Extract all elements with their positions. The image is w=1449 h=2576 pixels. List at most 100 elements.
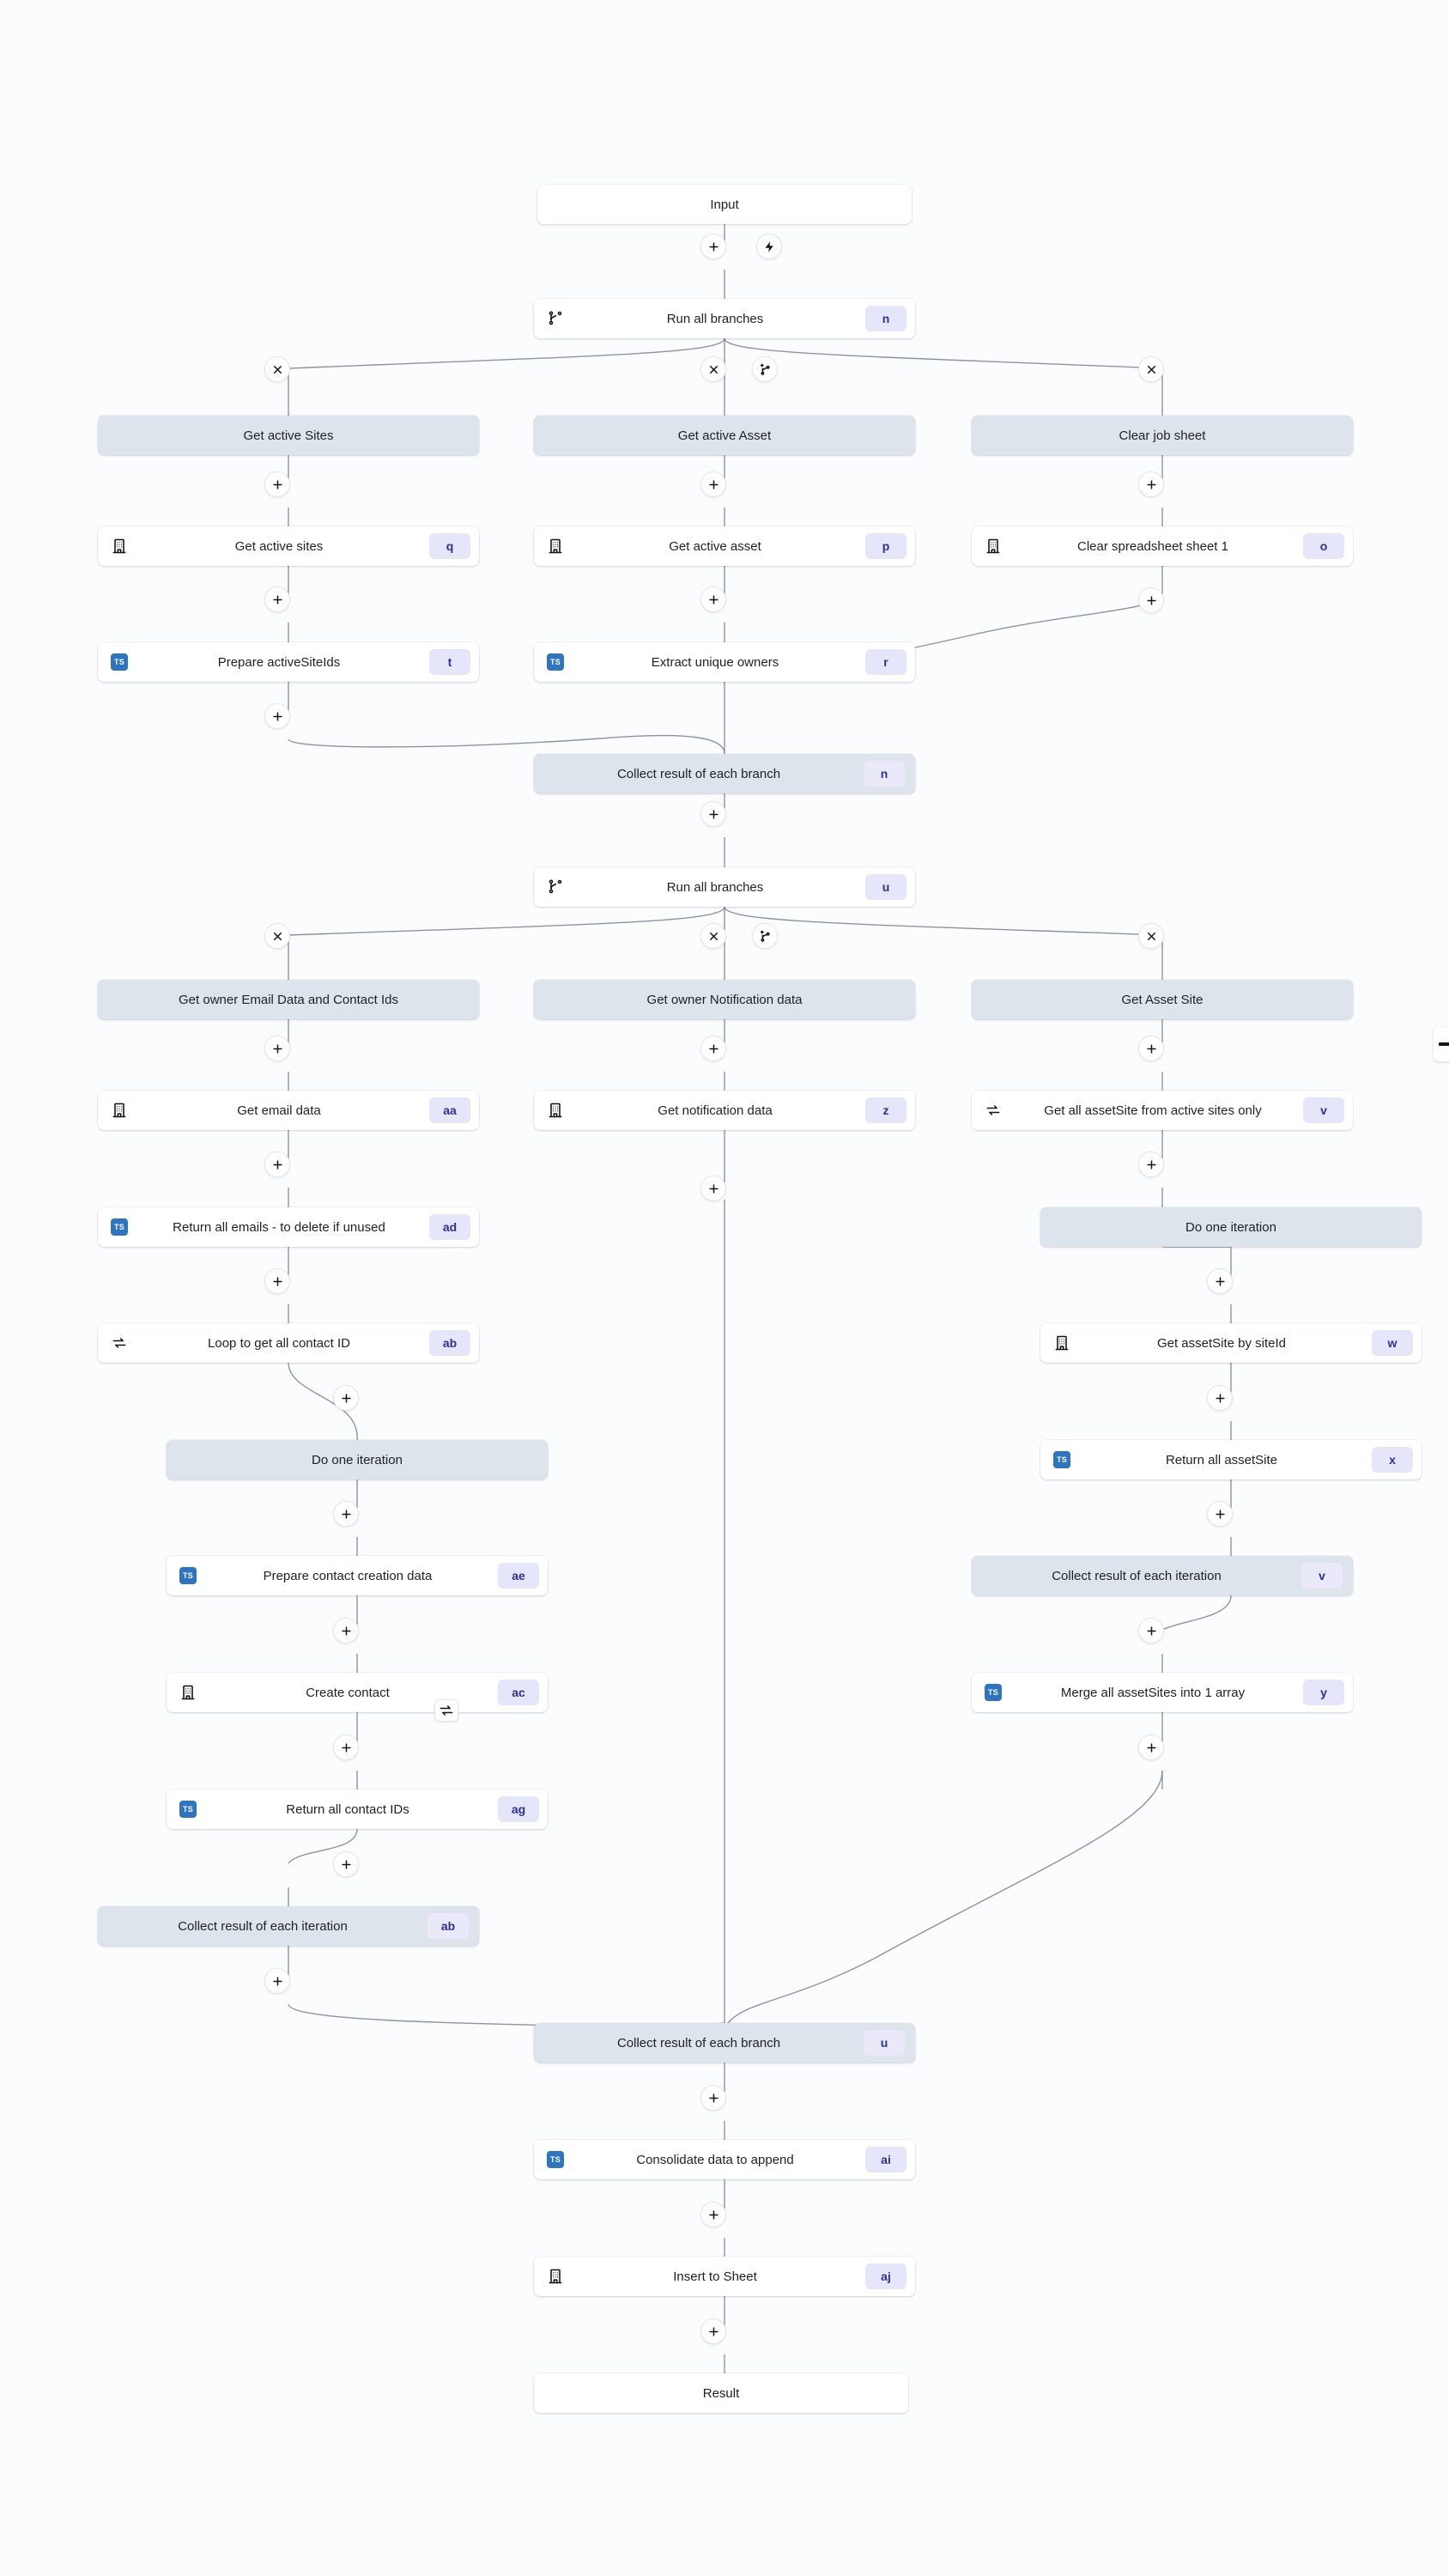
workflow-node-br1b[interactable]: Get active Asset [534,416,915,455]
node-shortcut-badge[interactable]: r [865,649,906,675]
node-shortcut-badge[interactable]: aa [429,1097,470,1123]
node-shortcut-badge[interactable]: u [865,874,906,900]
workflow-node-doiter2[interactable]: Do one iteration [1040,1207,1422,1247]
workflow-node-br2c[interactable]: Get Asset Site [972,980,1353,1019]
add-step-handle[interactable] [264,471,290,497]
add-step-handle[interactable] [700,2318,726,2344]
node-shortcut-badge[interactable]: v [1301,1563,1343,1589]
add-step-handle[interactable] [333,1385,359,1411]
add-step-handle[interactable] [333,1851,359,1877]
remove-branch-handle[interactable] [1138,356,1164,382]
add-step-handle[interactable] [333,1735,359,1760]
add-step-handle[interactable] [264,1268,290,1294]
node-shortcut-badge[interactable]: n [865,306,906,331]
workflow-node-br1a[interactable]: Get active Sites [98,416,479,455]
add-step-handle[interactable] [1207,1268,1233,1294]
node-shortcut-badge[interactable]: q [429,533,470,559]
add-step-handle[interactable] [1138,1151,1164,1177]
node-shortcut-badge[interactable]: ab [427,1913,469,1939]
node-shortcut-badge[interactable]: ad [429,1214,470,1240]
retry-loop-badge[interactable] [434,1699,458,1722]
node-shortcut-badge[interactable]: ae [498,1563,539,1589]
add-step-handle[interactable] [700,2202,726,2227]
node-shortcut-badge[interactable]: ag [498,1796,539,1822]
add-step-handle[interactable] [700,586,726,612]
add-step-handle[interactable] [700,1036,726,1061]
workflow-node-v[interactable]: Get all assetSite from active sites only… [972,1091,1353,1130]
workflow-node-br2b[interactable]: Get owner Notification data [534,980,915,1019]
add-branch-handle[interactable] [752,923,778,949]
add-step-handle[interactable] [700,801,726,827]
add-step-handle[interactable] [1138,1618,1164,1643]
remove-branch-handle[interactable] [700,923,726,949]
add-step-handle[interactable] [264,586,290,612]
add-step-handle[interactable] [264,1036,290,1061]
add-step-handle[interactable] [1138,471,1164,497]
workflow-node-input[interactable]: Input [537,185,912,224]
node-shortcut-badge[interactable]: p [865,533,906,559]
node-shortcut-badge[interactable]: y [1303,1680,1344,1705]
add-step-handle[interactable] [1207,1385,1233,1411]
add-step-handle[interactable] [700,2085,726,2111]
node-shortcut-badge[interactable]: ai [865,2147,906,2172]
collapse-panel-handle[interactable] [1434,1027,1449,1061]
add-step-handle[interactable] [700,1176,726,1201]
add-step-handle[interactable] [1138,1735,1164,1760]
add-branch-handle[interactable] [752,356,778,382]
add-step-handle[interactable] [333,1501,359,1527]
node-shortcut-badge[interactable]: ab [429,1330,470,1356]
node-shortcut-badge[interactable]: aj [865,2263,906,2289]
add-step-handle[interactable] [1207,1501,1233,1527]
node-shortcut-badge[interactable]: z [865,1097,906,1123]
node-shortcut-badge[interactable]: w [1372,1330,1413,1356]
workflow-node-result[interactable]: Result [534,2373,908,2413]
node-shortcut-badge[interactable]: ac [498,1680,539,1705]
add-step-handle[interactable] [333,1618,359,1643]
add-step-handle[interactable] [700,471,726,497]
node-shortcut-badge[interactable]: x [1372,1447,1413,1473]
remove-branch-handle[interactable] [264,923,290,949]
node-shortcut-badge[interactable]: t [429,649,470,675]
node-shortcut-badge[interactable]: u [864,2030,905,2056]
add-step-handle[interactable] [264,703,290,729]
remove-branch-handle[interactable] [1138,923,1164,949]
add-step-handle[interactable] [1138,1036,1164,1061]
add-step-handle[interactable] [1138,587,1164,613]
node-shortcut-badge[interactable]: o [1303,533,1344,559]
lightning-trigger-icon[interactable] [756,234,782,259]
add-step-handle[interactable] [264,1151,290,1177]
workflow-node-br1c[interactable]: Clear job sheet [972,416,1353,455]
add-step-handle[interactable] [264,1968,290,1994]
workflow-node-doiter1[interactable]: Do one iteration [167,1440,548,1479]
node-shortcut-badge[interactable]: n [864,761,905,787]
add-step-handle[interactable] [700,234,726,259]
workflow-node-br2a[interactable]: Get owner Email Data and Contact Ids [98,980,479,1019]
remove-branch-handle[interactable] [264,356,290,382]
node-shortcut-badge[interactable]: v [1303,1097,1344,1123]
remove-branch-handle[interactable] [700,356,726,382]
